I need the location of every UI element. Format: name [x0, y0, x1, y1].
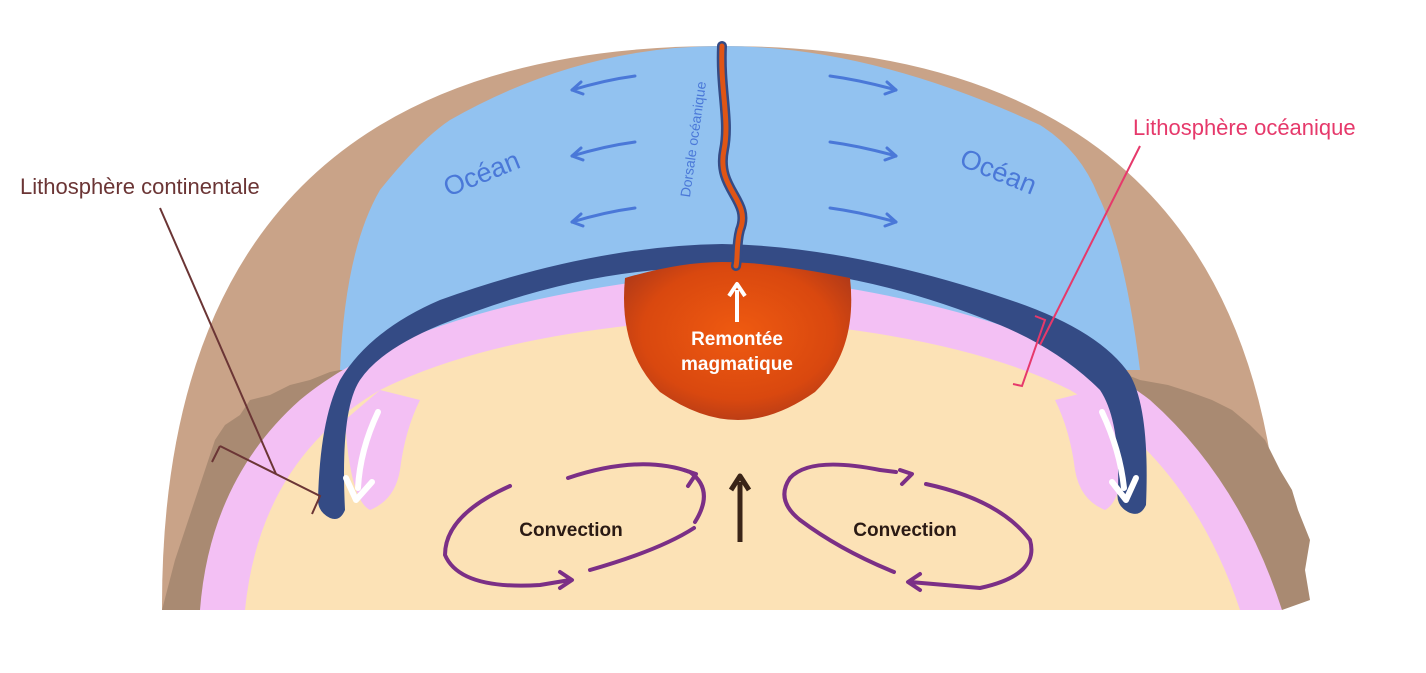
- continental-lithosphere-marker: [159, 207, 322, 515]
- arrow-up-icon: [727, 282, 747, 298]
- arrow-up-icon: [728, 473, 752, 492]
- magma-rise-arrow: [727, 282, 747, 322]
- arrow-down-icon: [343, 475, 375, 503]
- ocean-spreading-arrows-left: [570, 74, 637, 228]
- arrow-down-icon: [1099, 409, 1127, 491]
- convection-cell-left: [443, 462, 706, 590]
- cycle-arrow-icon: [782, 462, 882, 522]
- oceanic-lithosphere-marker: [1012, 145, 1141, 388]
- ridge-magma: [719, 43, 745, 269]
- cycle-arrow-icon: [908, 482, 1034, 590]
- oceanic-lithosphere-label: Lithosphère océanique: [1133, 115, 1356, 140]
- curved-arrow-icon: [570, 140, 637, 158]
- cycle-arrow-icon: [798, 518, 896, 574]
- cycle-arrow-icon: [878, 468, 898, 474]
- arrow-down-icon: [355, 409, 381, 491]
- curved-arrow-icon: [883, 80, 898, 96]
- convection-label-right: Convection: [853, 520, 956, 541]
- curved-arrow-icon: [570, 80, 585, 96]
- cycle-arrow-icon: [566, 462, 706, 524]
- curved-arrow-icon: [828, 140, 898, 158]
- convection-cell-right: [782, 462, 1034, 592]
- cycle-arrow-icon: [682, 468, 698, 488]
- curved-arrow-icon: [828, 206, 898, 224]
- cycle-arrow-icon: [898, 468, 914, 486]
- subduction-arrow-right: [1099, 409, 1139, 503]
- magma-label-line2: magmatique: [681, 354, 793, 375]
- curved-arrow-icon: [570, 146, 585, 162]
- cycle-arrow-icon: [558, 570, 574, 590]
- ocean-spreading-arrows-right: [828, 74, 898, 228]
- cycle-arrow-icon: [443, 484, 572, 588]
- mantle: [245, 318, 1240, 610]
- mantle-rise-arrow: [728, 473, 752, 542]
- magma-chamber: [624, 262, 852, 420]
- asthenosphere-lobe-left: [345, 390, 420, 510]
- cycle-arrow-icon: [906, 572, 922, 592]
- arrow-down-icon: [1109, 475, 1139, 503]
- curved-arrow-icon: [570, 74, 637, 92]
- cycle-arrow-icon: [588, 526, 696, 572]
- curved-arrow-icon: [828, 74, 898, 92]
- convection-label-left: Convection: [519, 520, 622, 541]
- curved-arrow-icon: [570, 212, 585, 228]
- magma-label-line1: Remontée: [691, 329, 783, 350]
- continental-lithosphere-label: Lithosphère continentale: [20, 174, 260, 199]
- subduction-arrow-left: [343, 409, 381, 503]
- curved-arrow-icon: [570, 206, 637, 224]
- curved-arrow-icon: [883, 146, 898, 162]
- curved-arrow-icon: [883, 212, 898, 228]
